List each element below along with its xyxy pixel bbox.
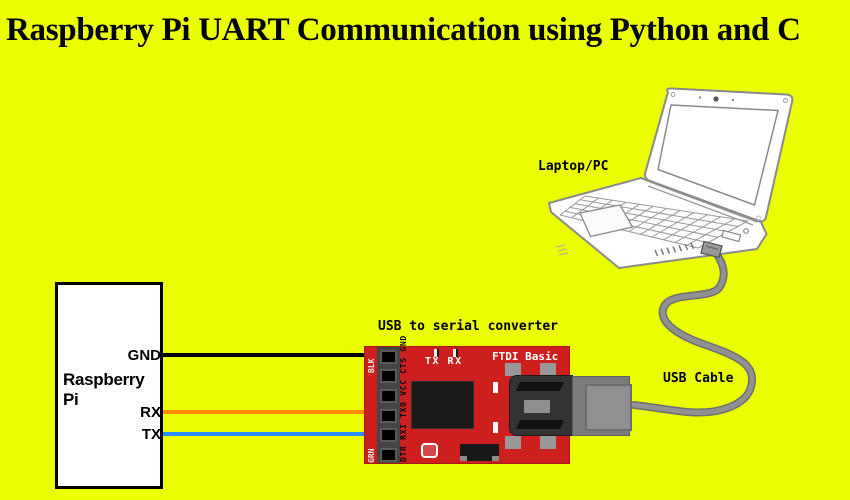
tx-led-icon	[434, 349, 439, 357]
solder-pad	[505, 363, 521, 376]
board-name: FTDI Basic	[492, 350, 559, 363]
ftdi-board: BLK GRN DTR RXI TXO VCC CTS GND TX RX FT…	[364, 335, 573, 464]
pin-header-strip	[377, 347, 400, 463]
through-hole-pad	[493, 422, 498, 433]
usb-cable-label: USB Cable	[663, 371, 734, 386]
solder-pad	[540, 436, 556, 449]
laptop-usb-plug	[700, 240, 723, 259]
raspberry-pi-label: Raspberry Pi	[63, 370, 145, 409]
pin-cts	[380, 369, 397, 383]
grn-marking: GRN	[367, 448, 376, 463]
raspberry-pi-box	[55, 282, 163, 489]
usb-plug-connector-face	[585, 384, 632, 431]
rx-wire	[163, 410, 383, 414]
laptop-screen	[657, 104, 779, 206]
webcam-icon	[713, 96, 719, 102]
pin-row-labels: DTR RXI TXO VCC CTS GND	[399, 335, 408, 462]
blk-marking: BLK	[367, 358, 376, 373]
gnd-wire	[163, 353, 383, 357]
through-hole-pad	[493, 382, 498, 393]
rpi-pin-rx-label: RX	[140, 404, 161, 421]
page-title: Raspberry Pi UART Communication using Py…	[6, 12, 801, 48]
socket-contact	[515, 382, 565, 391]
pin-vcc	[380, 389, 397, 403]
socket-contact	[515, 420, 565, 429]
socket-tongue	[524, 400, 550, 413]
mini-usb-socket	[509, 375, 573, 436]
rpi-pin-tx-label: TX	[141, 426, 161, 443]
trackpad	[579, 204, 634, 238]
tx-wire	[163, 432, 383, 436]
solder-pad	[540, 363, 556, 376]
pin-txo	[380, 408, 397, 423]
pin-rxi	[380, 428, 397, 442]
ftdi-chip	[411, 381, 474, 429]
laptop-lid	[644, 87, 794, 223]
laptop-label: Laptop/PC	[538, 159, 609, 174]
pin-gnd	[380, 350, 397, 364]
rpi-pin-gnd-label: GND	[127, 347, 161, 364]
vga-port	[721, 229, 742, 243]
tx-rx-label: TX RX	[425, 356, 463, 367]
capacitor-component	[460, 444, 499, 461]
rx-led-icon	[453, 349, 458, 357]
pin-dtr	[380, 447, 397, 462]
converter-label: USB to serial converter	[378, 319, 559, 334]
solder-pad	[505, 436, 521, 449]
usb-cable-line	[630, 246, 757, 417]
vent-lines	[654, 242, 695, 257]
resonator-component	[421, 443, 438, 458]
